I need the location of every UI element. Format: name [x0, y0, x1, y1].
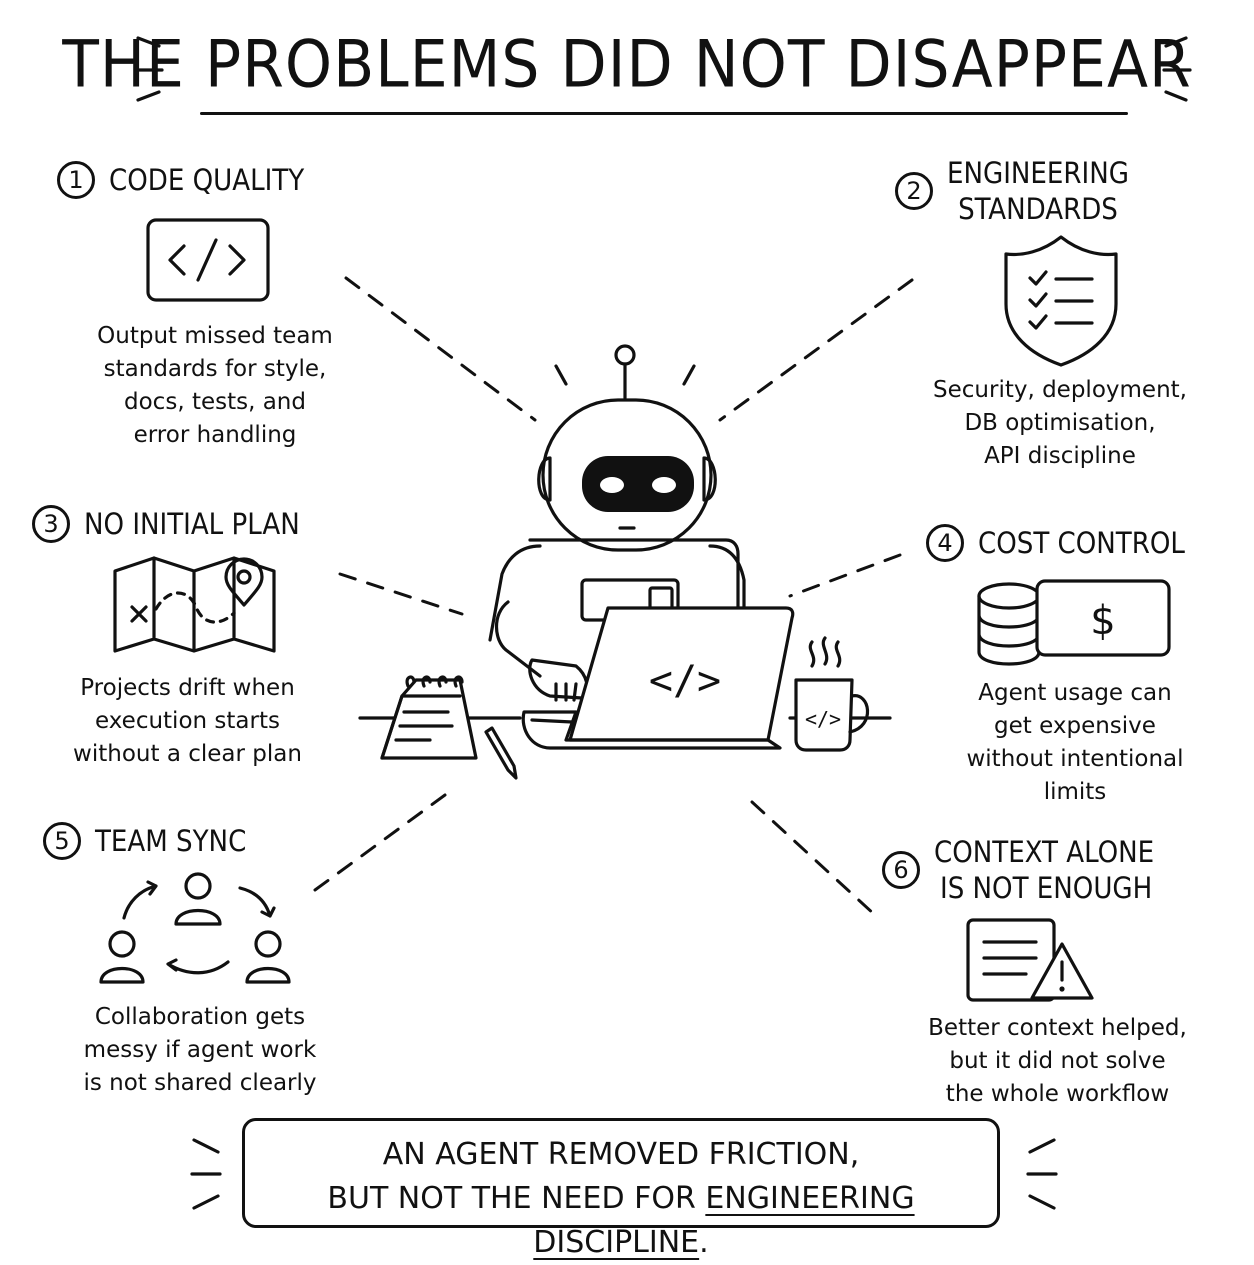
- section-2-heading: 2 ENGINEERING STANDARDS: [895, 155, 1129, 227]
- section-1-heading: 1 CODE QUALITY: [57, 161, 304, 199]
- notepad-icon: [380, 675, 478, 760]
- connector-3: [338, 572, 464, 616]
- footer-underlined-discipline: DISCIPLINE: [533, 1225, 700, 1260]
- section-1-description: Output missed team standards for style, …: [97, 323, 333, 448]
- page-title: THE PROBLEMS DID NOT DISAPPEAR: [62, 27, 1192, 103]
- section-1-number: 1: [57, 161, 95, 199]
- section-4-title: COST CONTROL: [978, 526, 1185, 560]
- coins-dollar-icon: $: [977, 579, 1171, 666]
- coffee-mug-icon: </>: [794, 636, 870, 752]
- robot-head-icon: [537, 398, 717, 552]
- mug-code-symbol: </>: [805, 707, 841, 731]
- footer-underlined-engineering: ENGINEERING: [705, 1181, 915, 1216]
- code-window-icon: [146, 218, 270, 302]
- section-6-heading: 6 CONTEXT ALONE IS NOT ENOUGH: [882, 834, 1154, 906]
- section-6-title: CONTEXT ALONE IS NOT ENOUGH: [934, 835, 1155, 905]
- document-warning-icon: [966, 918, 1094, 1002]
- section-2-number: 2: [895, 172, 933, 210]
- team-cycle-icon: [99, 872, 291, 984]
- antenna-sparks-icon: [554, 344, 696, 400]
- section-2-description: Security, deployment, DB optimisation, A…: [933, 377, 1187, 469]
- svg-text:$: $: [1090, 598, 1115, 644]
- section-4-description: Agent usage can get expensive without in…: [966, 680, 1184, 805]
- section-3-title: NO INITIAL PLAN: [84, 507, 300, 541]
- footer-sparks-right-icon: [1026, 1138, 1058, 1210]
- section-1-title: CODE QUALITY: [109, 163, 305, 197]
- laptop-code-symbol: </>: [649, 658, 721, 704]
- footer-line-1: AN AGENT REMOVED FRICTION,: [382, 1137, 860, 1172]
- section-5-title: TEAM SYNC: [95, 824, 247, 858]
- shield-checklist-icon: [1004, 235, 1118, 367]
- robot-at-laptop-icon: </> </>: [358, 344, 892, 780]
- title-underline: [200, 112, 1128, 115]
- section-5-heading: 5 TEAM SYNC: [43, 822, 246, 860]
- connector-1: [344, 276, 537, 422]
- footer-line-2: BUT NOT THE NEED FOR ENGINEERING DISCIPL…: [327, 1181, 915, 1260]
- section-5-description: Collaboration gets messy if agent work i…: [83, 1004, 317, 1096]
- title-sparks-right-icon: [1162, 36, 1192, 102]
- section-3-heading: 3 NO INITIAL PLAN: [32, 505, 300, 543]
- connector-2: [718, 278, 914, 422]
- section-6-number: 6: [882, 851, 920, 889]
- pencil-icon: [484, 726, 518, 780]
- title-sparks-left-icon: [135, 36, 164, 102]
- connector-5: [313, 793, 447, 892]
- map-icon: [113, 556, 276, 653]
- connector-4: [788, 553, 902, 598]
- section-4-number: 4: [926, 524, 964, 562]
- connector-6: [750, 800, 877, 917]
- laptop-icon: </>: [521, 606, 795, 750]
- footer-sparks-left-icon: [190, 1138, 222, 1210]
- section-2-title: ENGINEERING STANDARDS: [947, 156, 1129, 226]
- section-3-description: Projects drift when execution starts wit…: [73, 675, 302, 767]
- footer-callout-box: AN AGENT REMOVED FRICTION, BUT NOT THE N…: [242, 1118, 1000, 1260]
- section-3-number: 3: [32, 505, 70, 543]
- section-5-number: 5: [43, 822, 81, 860]
- section-6-description: Better context helped, but it did not so…: [928, 1015, 1187, 1107]
- section-4-heading: 4 COST CONTROL: [926, 524, 1185, 562]
